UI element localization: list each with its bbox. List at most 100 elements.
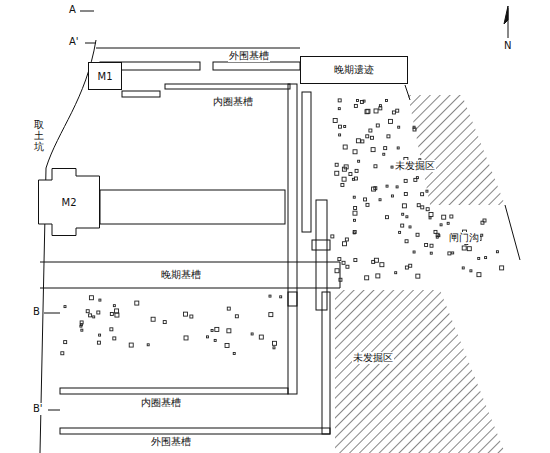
posthole	[361, 140, 364, 143]
posthole	[184, 312, 188, 316]
posthole	[385, 99, 387, 101]
feature-label: M1	[96, 71, 115, 82]
posthole	[370, 136, 373, 139]
posthole	[353, 196, 355, 198]
pit-boundary	[40, 40, 96, 453]
posthole	[354, 207, 357, 210]
posthole	[99, 299, 101, 301]
posthole	[335, 163, 338, 166]
posthole	[273, 341, 277, 345]
posthole	[413, 251, 415, 253]
posthole	[110, 312, 113, 315]
posthole	[97, 311, 100, 314]
posthole	[416, 233, 419, 236]
posthole	[399, 231, 401, 233]
late-trench	[40, 288, 340, 289]
posthole	[406, 216, 408, 218]
posthole	[354, 104, 357, 107]
map-label: A	[68, 4, 77, 16]
posthole	[64, 306, 66, 308]
posthole	[335, 171, 339, 175]
posthole	[339, 134, 341, 136]
inner-trench	[165, 84, 290, 89]
posthole	[421, 206, 424, 209]
posthole	[349, 173, 352, 176]
map-label: 未发掘区	[352, 352, 394, 364]
posthole	[115, 313, 119, 317]
posthole	[215, 327, 219, 331]
posthole	[405, 266, 408, 269]
posthole	[353, 230, 356, 233]
posthole	[448, 252, 451, 255]
posthole	[225, 343, 229, 347]
posthole	[416, 274, 420, 278]
posthole	[481, 234, 483, 236]
map-label: N	[503, 40, 512, 52]
section-line	[44, 313, 60, 314]
inner-trench	[60, 388, 288, 394]
posthole	[233, 352, 235, 354]
posthole	[352, 178, 354, 180]
posthole	[440, 224, 442, 226]
posthole	[211, 330, 213, 332]
inner-trench	[288, 292, 297, 394]
posthole	[227, 307, 230, 310]
posthole	[358, 160, 360, 162]
posthole	[147, 344, 149, 346]
posthole	[402, 204, 406, 208]
posthole	[227, 329, 231, 333]
posthole	[273, 347, 275, 349]
map-label: 内圈基槽	[140, 397, 182, 409]
posthole	[462, 246, 466, 250]
trench-line	[96, 48, 300, 49]
posthole	[64, 341, 67, 344]
posthole	[151, 317, 155, 321]
posthole	[442, 215, 446, 219]
posthole	[462, 267, 464, 269]
feature-label: M2	[60, 197, 79, 208]
posthole	[339, 278, 342, 281]
unexcavated-area	[335, 290, 505, 453]
posthole	[353, 150, 357, 154]
posthole	[392, 111, 395, 114]
posthole	[478, 257, 480, 259]
posthole	[335, 269, 339, 273]
section-line	[48, 410, 60, 411]
posthole	[80, 324, 82, 326]
posthole	[93, 316, 95, 318]
posthole	[379, 105, 381, 107]
posthole	[344, 165, 348, 169]
posthole	[135, 301, 139, 305]
inner-trench	[122, 91, 160, 97]
posthole	[416, 177, 418, 179]
posthole	[163, 321, 166, 324]
posthole	[89, 296, 93, 300]
unexcavated-area	[408, 95, 505, 205]
posthole	[450, 215, 453, 218]
posthole	[365, 110, 369, 114]
posthole	[206, 336, 208, 338]
map-label: B	[32, 306, 41, 318]
posthole	[356, 139, 360, 143]
posthole	[341, 183, 344, 186]
posthole	[376, 124, 379, 127]
posthole	[97, 341, 100, 344]
posthole	[356, 100, 358, 102]
posthole	[409, 264, 412, 267]
posthole	[331, 235, 334, 238]
posthole	[269, 295, 271, 297]
map-label: 取土坑	[34, 118, 44, 153]
posthole	[339, 125, 342, 128]
posthole	[397, 147, 399, 149]
posthole	[235, 315, 238, 318]
posthole	[354, 177, 357, 180]
map-label: 闸门沟	[448, 232, 480, 244]
posthole	[353, 211, 357, 215]
posthole	[346, 265, 349, 268]
trench	[288, 84, 297, 306]
late-trench	[340, 262, 341, 288]
posthole	[342, 177, 346, 181]
feature-box: 晚期遗迹	[300, 56, 408, 84]
posthole	[425, 243, 428, 246]
trench	[312, 240, 330, 250]
